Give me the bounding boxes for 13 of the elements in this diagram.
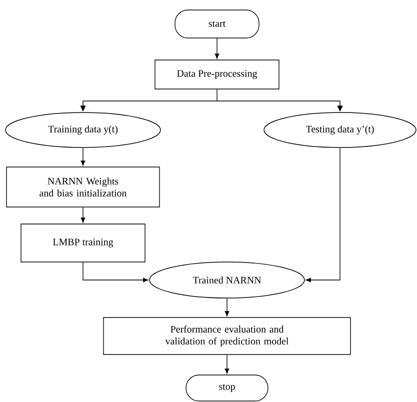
process-box: Performance evaluation and validation of prediction model [103, 317, 351, 355]
arrow [80, 207, 86, 223]
arrow [216, 100, 343, 112]
process-box: NARNN Weights and bias initialization [6, 166, 160, 208]
process-box: Data Pre-processing [154, 60, 280, 90]
process-box: LMBP training [20, 224, 146, 262]
arrow [214, 38, 220, 59]
arrow [80, 148, 86, 166]
arrow [306, 148, 340, 282]
arrow [80, 100, 218, 112]
arrow [224, 298, 230, 316]
arrow [224, 354, 230, 374]
arrow [82, 262, 148, 282]
